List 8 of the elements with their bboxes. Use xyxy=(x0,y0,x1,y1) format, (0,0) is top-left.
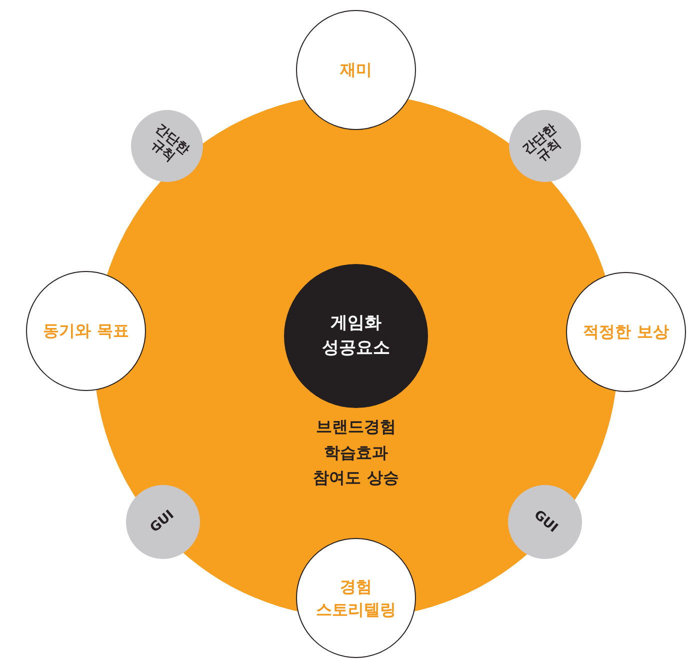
node-label: 적정한 보상 xyxy=(582,321,670,344)
node-label: 경험 스토리텔링 xyxy=(315,576,397,621)
node-label: 동기와 목표 xyxy=(42,320,130,342)
node-label: GUI xyxy=(146,506,178,538)
node-label: 브랜드경험 학습효과 참여도 상승 xyxy=(312,416,400,490)
node-label: 재미 xyxy=(338,59,373,82)
node-label: GUI xyxy=(530,506,562,538)
node-label: 게임화 성공요소 xyxy=(321,312,391,360)
